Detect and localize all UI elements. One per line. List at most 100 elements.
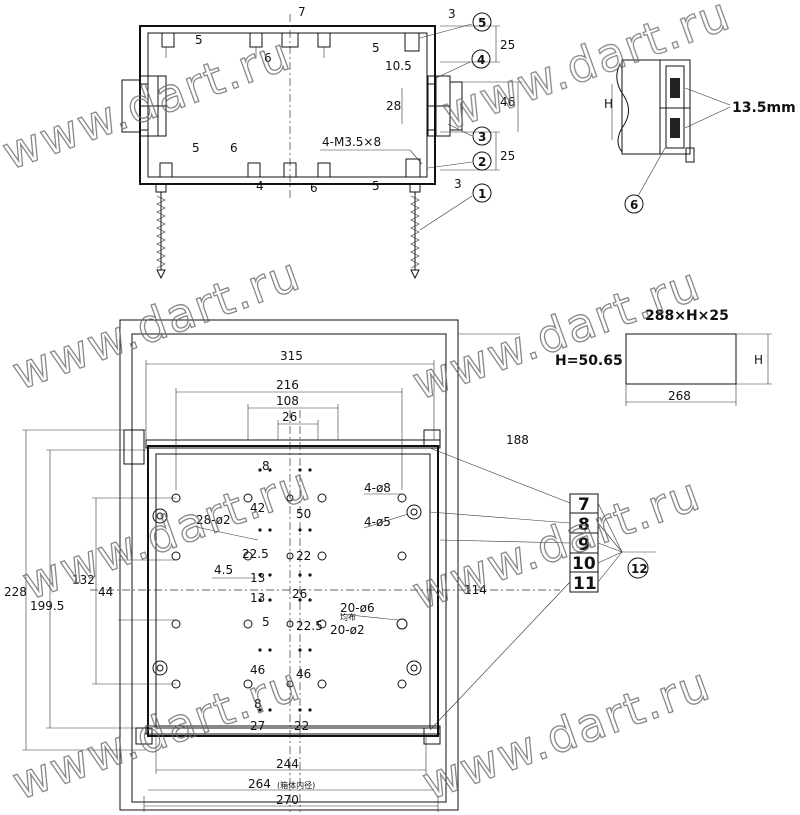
watermarks: www.dart.ru www.dart.ru www.dart.ru www.… — [0, 0, 738, 811]
dim-46: 46 — [500, 95, 515, 109]
size-h-label: H — [754, 353, 763, 367]
size-row-label: H=50.65 — [555, 353, 623, 369]
dim-22: 22 — [296, 549, 311, 563]
watermark-text: www.dart.ru — [405, 256, 708, 410]
detail-view: H 13.5mm 6 — [604, 59, 796, 214]
thread-label: 4-M3.5×8 — [322, 135, 381, 149]
dim-5-b: 5 — [372, 41, 380, 55]
dim-28: 28 — [386, 99, 401, 113]
callout-4-label: 4 — [477, 53, 485, 67]
dim-7: 7 — [298, 5, 306, 19]
dim-4-5: 4.5 — [214, 563, 233, 577]
dim-5: 5 — [262, 615, 270, 629]
hole-5-label: 4-ø5 — [364, 515, 391, 529]
callout-9: 9 — [578, 535, 590, 555]
callout-3-label: 3 — [478, 130, 486, 144]
dim-270: 270 — [276, 793, 299, 807]
lid-outline — [119, 319, 459, 811]
hole-8-label: 4-ø8 — [364, 481, 391, 495]
dim-5-d: 5 — [372, 179, 380, 193]
size-width-label: 268 — [668, 389, 691, 403]
size-header: 288×H×25 — [645, 308, 729, 324]
callout-10: 10 — [572, 554, 596, 574]
dim-22-5-a: 22.5 — [242, 547, 269, 561]
detail-break-line — [616, 63, 629, 153]
watermark-text: www.dart.ru — [405, 466, 708, 620]
dim-6-a: 6 — [264, 51, 272, 65]
callout-1 — [472, 183, 492, 203]
dim-25-bottom: 25 — [500, 149, 515, 163]
small-holes — [258, 468, 312, 712]
dim-10-5: 10.5 — [385, 59, 412, 73]
seal-lower — [670, 118, 680, 138]
callout-2 — [472, 151, 492, 171]
dim-6-b: 6 — [230, 141, 238, 155]
dim-8-bottom: 8 — [254, 697, 262, 711]
dim-25-top: 25 — [500, 38, 515, 52]
boss-hole — [406, 660, 422, 676]
callout-12-label: 12 — [631, 562, 648, 576]
callout-8: 8 — [578, 515, 590, 535]
callout-3 — [472, 126, 492, 146]
dim-5-a: 5 — [195, 33, 203, 47]
dim-22-5-b: 22.5 — [296, 619, 323, 633]
watermark-text: www.dart.ru — [415, 656, 718, 810]
callout-5-label: 5 — [478, 16, 486, 30]
detail-h-label: H — [604, 97, 613, 111]
dim-46-a: 46 — [250, 663, 265, 677]
detail-thickness-label: 13.5mm — [732, 100, 796, 116]
callout-11: 11 — [573, 574, 597, 594]
size-box — [625, 333, 737, 385]
dim-50: 50 — [296, 507, 311, 521]
dim-114: 114 — [464, 583, 487, 597]
hole-2-label: 28-ø2 — [196, 513, 231, 527]
dim-228: 228 — [4, 585, 27, 599]
dim-108: 108 — [276, 394, 299, 408]
dim-5-c: 5 — [192, 141, 200, 155]
watermark-text: www.dart.ru — [15, 456, 318, 610]
callout-1-label: 1 — [478, 187, 486, 201]
section-view: 7 3 25 5 6 5 10.5 28 46 25 5 6 4 6 5 3 4… — [121, 5, 522, 280]
callout-6 — [624, 194, 644, 214]
dim-8-top: 8 — [262, 459, 270, 473]
seal-upper — [670, 78, 680, 98]
dim-13-a: 13 — [250, 571, 265, 585]
hole-2b-label: 20-ø2 — [330, 623, 365, 637]
boss-hole — [152, 660, 168, 676]
dim-4: 4 — [256, 179, 264, 193]
dim-3-top: 3 — [448, 7, 456, 21]
dim-42: 42 — [250, 501, 265, 515]
dim-22-b: 22 — [294, 719, 309, 733]
size-table: 288×H×25 H=50.65 H 268 — [555, 308, 772, 406]
dim-188: 188 — [506, 433, 529, 447]
callout-4 — [471, 49, 491, 69]
dim-315: 315 — [280, 349, 303, 363]
boss-hole — [406, 504, 422, 520]
dim-26: 26 — [282, 410, 297, 424]
callout-5 — [472, 12, 492, 32]
dim-244: 244 — [276, 757, 299, 771]
dim-264: 264 — [248, 777, 271, 791]
watermark-text: www.dart.ru — [5, 246, 308, 400]
dim-6-c: 6 — [310, 181, 318, 195]
dim-3-bottom: 3 — [454, 177, 462, 191]
dim-216: 216 — [276, 378, 299, 392]
dim-199-5: 199.5 — [30, 599, 64, 613]
dim-26-b: 26 — [292, 587, 307, 601]
callout-12 — [627, 557, 649, 579]
boss-hole — [152, 508, 168, 524]
inner-note: (箱体内径) — [277, 780, 315, 790]
uniform-label: 均布 — [340, 612, 356, 622]
dim-44: 44 — [98, 585, 113, 599]
hole-6-label: 20-ø6 — [340, 601, 375, 615]
mounting-screw-right — [409, 183, 421, 280]
callout-7: 7 — [578, 495, 590, 515]
dim-132: 132 — [72, 573, 95, 587]
dim-27: 27 — [250, 719, 265, 733]
dim-13-b: 13 — [250, 591, 265, 605]
dim-46-b: 46 — [296, 667, 311, 681]
callout-2-label: 2 — [478, 155, 486, 169]
watermark-text: www.dart.ru — [0, 26, 298, 180]
mounting-screw-left — [155, 183, 167, 280]
